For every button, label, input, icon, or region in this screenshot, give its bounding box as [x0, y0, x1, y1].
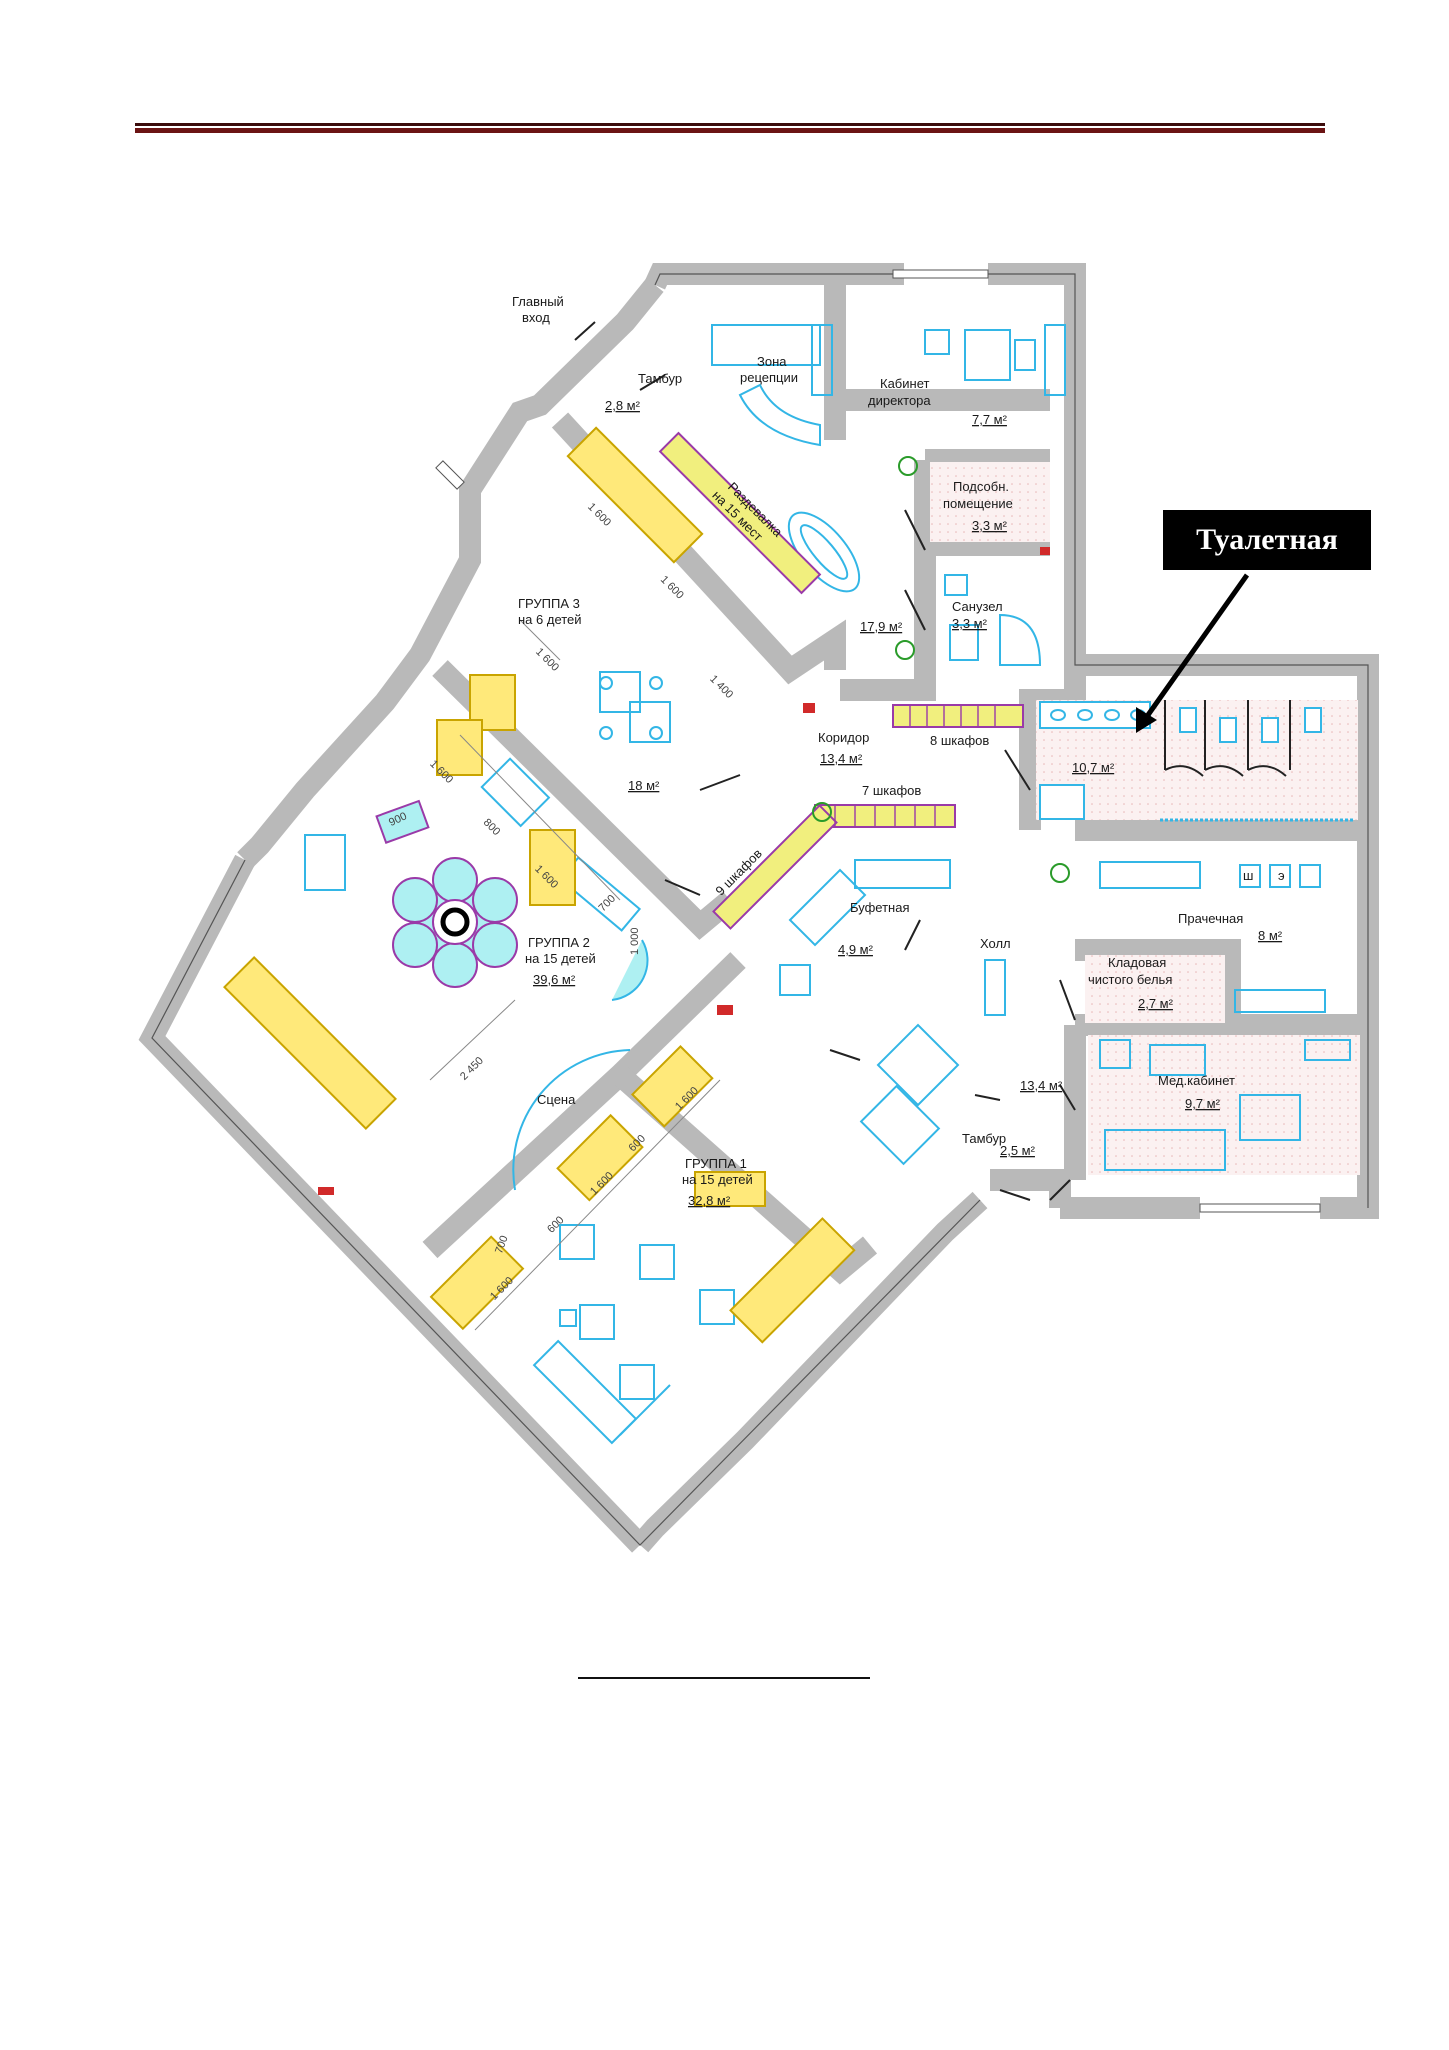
pantry-area: 4,9 м² [838, 942, 874, 957]
walls [138, 263, 1379, 1553]
reception-label-2: рецепции [740, 370, 798, 385]
dim-1600-c: 1 600 [533, 646, 561, 674]
medical-label: Мед.кабинет [1158, 1073, 1235, 1088]
hall-area: 13,4 м² [1020, 1078, 1063, 1093]
toilet-stalls [1039, 701, 1322, 820]
stage-arc [512, 1049, 631, 1191]
utility-room-floor [930, 462, 1050, 542]
plant-icons [812, 456, 1070, 883]
laundry-label: Прачечная [1178, 911, 1243, 926]
blue-furniture [304, 324, 1351, 1445]
corridor-area: 13,4 м² [820, 751, 863, 766]
tambur-top-label: Тамбур [638, 371, 682, 386]
laundry-area: 8 м² [1258, 928, 1283, 943]
linen-label-2: чистого белья [1088, 972, 1172, 987]
linen-area: 2,7 м² [1138, 996, 1174, 1011]
group1-label: ГРУППА 1 [685, 1156, 747, 1171]
group3-area: 18 м² [628, 778, 660, 793]
dim-700-b: 700 [493, 1234, 511, 1255]
toilet-area: 10,7 м² [1072, 760, 1115, 775]
dim-600-b: 600 [545, 1214, 566, 1235]
director-label-2: директора [868, 393, 931, 408]
medical-area: 9,7 м² [1185, 1096, 1221, 1111]
dim-1000: 1 000 [629, 927, 641, 955]
stage-label: Сцена [537, 1092, 576, 1107]
wc-area: 3,3 м² [952, 616, 988, 631]
callout-arrow [1136, 573, 1250, 733]
page-header-rule [135, 123, 1325, 133]
utility-label: Подсобн. [953, 479, 1009, 494]
utility-area: 3,3 м² [972, 518, 1008, 533]
pantry-label: Буфетная [850, 900, 910, 915]
group2-area: 39,6 м² [533, 972, 576, 987]
group2-label: ГРУППА 2 [528, 935, 590, 950]
corridor-label: Коридор [818, 730, 869, 745]
group1-area: 32,8 м² [688, 1193, 731, 1208]
dim-1600-a: 1 600 [585, 501, 613, 529]
linen-label: Кладовая [1108, 955, 1166, 970]
laundry-unit-label: ш [1243, 868, 1253, 883]
yellow-furniture [223, 426, 856, 1344]
tambur-bottom-label: Тамбур [962, 1131, 1006, 1146]
director-label: Кабинет [880, 376, 929, 391]
main-entrance-label: Главный [512, 294, 564, 309]
group2-label-2: на 15 детей [525, 951, 596, 966]
group3-label-2: на 6 детей [518, 612, 582, 627]
tambur-top-area: 2,8 м² [605, 398, 641, 413]
lockers7-label: 7 шкафов [862, 783, 921, 798]
dim-2450: 2 450 [458, 1055, 486, 1083]
group1-label-2: на 15 детей [682, 1172, 753, 1187]
lockers [658, 431, 1024, 930]
dim-1600-b: 1 600 [658, 574, 686, 602]
room-labels: Главный вход Тамбур 2,8 м² Зона рецепции… [512, 294, 1285, 1208]
hall-label: Холл [980, 936, 1011, 951]
wc-label: Санузел [952, 599, 1003, 614]
toilet-callout-label: Туалетная [1196, 523, 1338, 556]
footnote-rule [578, 1677, 870, 1679]
director-area: 7,7 м² [972, 412, 1008, 427]
tambur-bottom-area: 2,5 м² [1000, 1143, 1036, 1158]
round-table-group2 [375, 799, 518, 988]
toilet-callout: Туалетная [1163, 510, 1371, 570]
dim-800: 800 [481, 817, 502, 838]
group3-label: ГРУППА 3 [518, 596, 580, 611]
laundry-unit-label-2: э [1278, 868, 1285, 883]
linen-room-floor [1085, 955, 1225, 1023]
utility-label-2: помещение [943, 496, 1013, 511]
dim-1400: 1 400 [707, 673, 735, 701]
lobby-area: 17,9 м² [860, 619, 903, 634]
reception-label: Зона [757, 354, 787, 369]
lockers8-label: 8 шкафов [930, 733, 989, 748]
main-entrance-label-2: вход [522, 310, 550, 325]
